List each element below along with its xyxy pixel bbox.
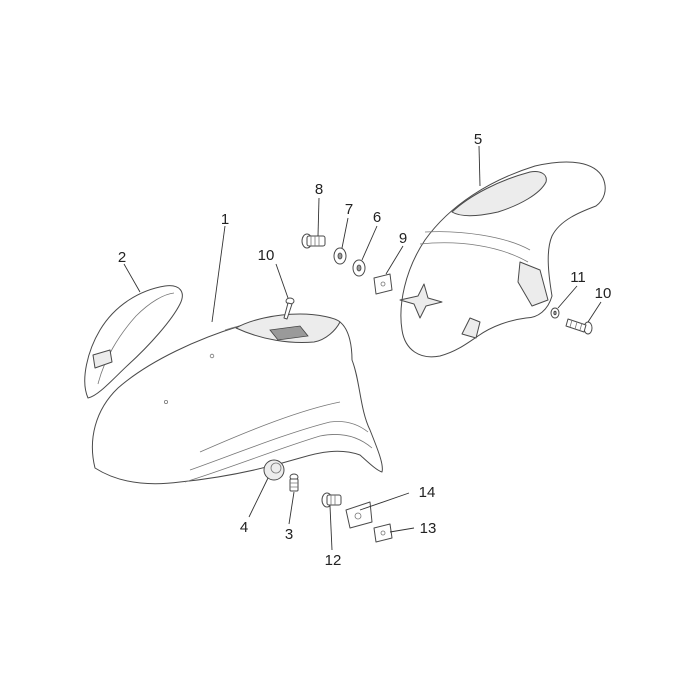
callout-6: 6 <box>373 209 381 226</box>
part-12-screw <box>321 492 342 508</box>
part-13-clip-nut <box>373 523 393 543</box>
callout-13: 13 <box>420 520 437 537</box>
callout-10-right: 10 <box>595 285 612 302</box>
part-3-screw <box>289 473 299 492</box>
callout-4: 4 <box>240 519 248 536</box>
callout-10-top: 10 <box>258 247 275 264</box>
part-4-plug <box>263 459 285 481</box>
callout-9: 9 <box>399 230 407 247</box>
part-6-washer <box>352 259 366 277</box>
callout-5: 5 <box>474 131 482 148</box>
part-8-screw <box>301 233 326 249</box>
part-14-bracket <box>345 501 373 529</box>
part-7-washer <box>333 247 347 265</box>
part-1-front-mudguard <box>91 313 383 485</box>
callout-7: 7 <box>345 201 353 218</box>
part-5-rear-mudguard <box>399 161 606 358</box>
callout-1: 1 <box>221 211 229 228</box>
callout-8: 8 <box>315 181 323 198</box>
part-10-screw-top <box>283 297 295 320</box>
callout-12: 12 <box>325 552 342 569</box>
leader-lines <box>123 145 602 551</box>
callout-3: 3 <box>285 526 293 543</box>
callout-2: 2 <box>118 249 126 266</box>
part-11-washer <box>550 307 560 319</box>
part-2-side-panel <box>84 285 183 399</box>
part-9-clip-nut <box>373 273 393 295</box>
part-10-screw-right <box>565 318 593 335</box>
callout-11: 11 <box>570 269 586 286</box>
callout-14: 14 <box>419 484 436 501</box>
callout-labels: 1 2 5 8 7 6 9 10 11 10 4 3 12 14 13 <box>118 131 612 569</box>
